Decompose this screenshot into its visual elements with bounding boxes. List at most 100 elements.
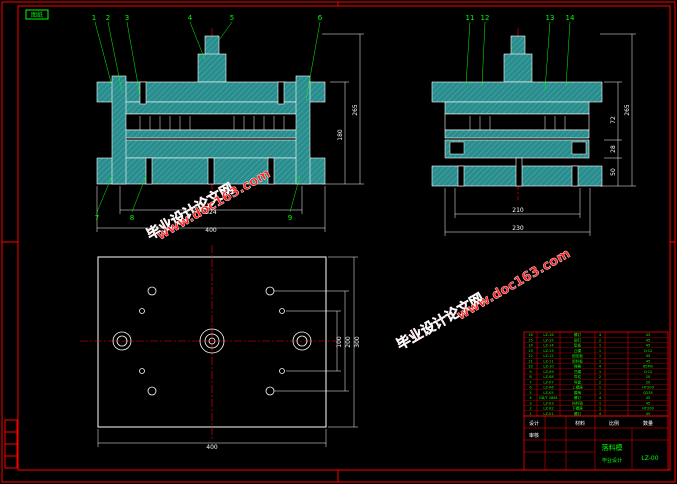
guide-post-left <box>111 75 127 185</box>
bom-cell: LZ-16 <box>543 333 554 337</box>
bom-cell: 11 <box>528 359 533 363</box>
bom-cell: 2 <box>529 407 531 411</box>
bom-cell: 1 <box>599 349 601 353</box>
bom-cell: 2 <box>599 380 601 384</box>
bom-cell: 45 <box>646 401 651 405</box>
bom-cell: HT200 <box>642 386 654 390</box>
title-checker-label: 审核 <box>529 432 539 439</box>
die-block <box>119 139 303 159</box>
bom-cell: 45 <box>646 412 651 416</box>
bom-cell: 导柱 <box>574 374 582 379</box>
bom-cell: LZ-12 <box>543 354 553 358</box>
bom-cell: 螺钉 <box>574 332 582 337</box>
bom-cell: 4 <box>529 396 532 400</box>
bom-cell: LZ-08 <box>543 375 554 379</box>
bom-cell: 2 <box>599 338 601 342</box>
part-label-2: 2 <box>106 14 110 22</box>
title-drawing-no: LZ-00 <box>641 455 658 462</box>
part-label-6: 6 <box>318 14 323 22</box>
title-quantity-label: 数量 <box>643 420 653 427</box>
bom-cell: 1 <box>599 370 601 374</box>
bom-cell: 模柄 <box>574 390 582 395</box>
bom-cell: 13 <box>528 349 533 353</box>
bom-cell: 固定板 <box>572 353 583 358</box>
bom-cell: 3 <box>529 401 531 405</box>
bom-cell: 65Mn <box>643 365 653 369</box>
dim-plan-h1: 100 <box>336 336 343 348</box>
bom-cell: LZ-03 <box>543 401 553 405</box>
bom-cell: 下模座 <box>572 406 583 411</box>
dim-side-v1: 72 <box>610 116 617 124</box>
bom-cell: 1 <box>599 401 601 405</box>
bom-cell: 弹簧 <box>574 364 582 369</box>
part-label-4: 4 <box>188 14 193 22</box>
bom-cell: 4 <box>599 333 602 337</box>
bom-cell: 1 <box>599 359 601 363</box>
bom-cell: 15 <box>528 338 533 342</box>
bom-cell: 销钉 <box>574 337 582 342</box>
dim-side-w1: 210 <box>512 207 524 214</box>
dim-plan-h2: 200 <box>345 336 352 348</box>
bom-cell: HT200 <box>642 407 654 411</box>
bom-cell: LZ-15 <box>543 338 553 342</box>
side-view: 210 230 265 72 28 50 11 12 13 14 <box>431 14 636 236</box>
bom-cell: LZ-05 <box>543 391 553 395</box>
dim-side-v3: 50 <box>610 168 617 176</box>
bom-cell: 45 <box>646 396 651 400</box>
bom-cell: 8 <box>529 375 532 379</box>
part-label-7: 7 <box>95 214 99 222</box>
bom-cell: 挡料销 <box>572 400 583 405</box>
bom-cell: LZ-13 <box>543 349 553 353</box>
title-block: 设计 审核 材料 比例 数量 落料模 毕业设计 LZ-00 <box>523 415 669 471</box>
dim-plan-width: 400 <box>206 444 218 451</box>
dim-front-width-inner: 324 <box>205 209 217 216</box>
drawing-tag: 图纸 <box>25 9 49 20</box>
bom-cell: 凹模 <box>574 369 582 374</box>
bom-cell: 12 <box>528 354 533 358</box>
part-label-3: 3 <box>125 14 129 22</box>
bom-cell: 45 <box>646 333 651 337</box>
part-label-1: 1 <box>92 14 96 22</box>
bom-cell: 45 <box>646 359 651 363</box>
dim-front-height-inner: 180 <box>337 129 344 141</box>
bom-cell: 4 <box>599 365 602 369</box>
part-label-11: 11 <box>466 14 475 22</box>
guide-post-right <box>295 75 311 185</box>
bom-cell: 14 <box>528 344 533 348</box>
dim-plan-h3: 300 <box>354 336 361 348</box>
bom-cell: 垫板 <box>574 343 582 348</box>
bom-cell: 10 <box>528 365 533 369</box>
dim-side-height-total: 265 <box>624 104 631 116</box>
backing-plate <box>119 101 303 115</box>
bom-cell: 16 <box>528 333 533 337</box>
bom-cell: 2 <box>599 375 601 379</box>
watermark-4-url: www.doc163.com <box>455 246 574 323</box>
bom-cell: 1 <box>599 386 601 390</box>
title-part-name: 落料模 <box>602 443 623 452</box>
bom-cell: LZ-10 <box>543 365 554 369</box>
bom-cell: LZ-01 <box>543 412 553 416</box>
bom-cell: Q235 <box>643 391 653 395</box>
bom-cell: 1 <box>599 344 601 348</box>
bom-cell: 凸模 <box>574 348 582 353</box>
bom-cell: 卸料板 <box>572 358 583 363</box>
bom-cell: LZ-07 <box>543 380 553 384</box>
bom-cell: GB/T 2861 <box>539 396 558 400</box>
bom-cell: LZ-09 <box>543 370 554 374</box>
bom-cell: 导套 <box>574 379 582 384</box>
bom-cell: 45 <box>646 354 651 358</box>
bom-cell: 4 <box>599 396 602 400</box>
bom-cell: 9 <box>529 370 532 374</box>
bom-cell: 螺钉 <box>574 411 582 416</box>
upper-die-shoe <box>96 81 326 103</box>
watermark-4: www.doc163.com <box>454 246 574 324</box>
front-view: 400 324 265 180 1 2 3 4 5 6 7 8 9 <box>92 14 364 234</box>
part-label-8: 8 <box>130 214 134 222</box>
bom-cell: 7 <box>529 380 531 384</box>
part-label-13: 13 <box>546 14 555 22</box>
dim-front-height-total: 265 <box>352 104 359 116</box>
part-label-5: 5 <box>230 14 234 22</box>
bom-cell: 1 <box>599 391 601 395</box>
